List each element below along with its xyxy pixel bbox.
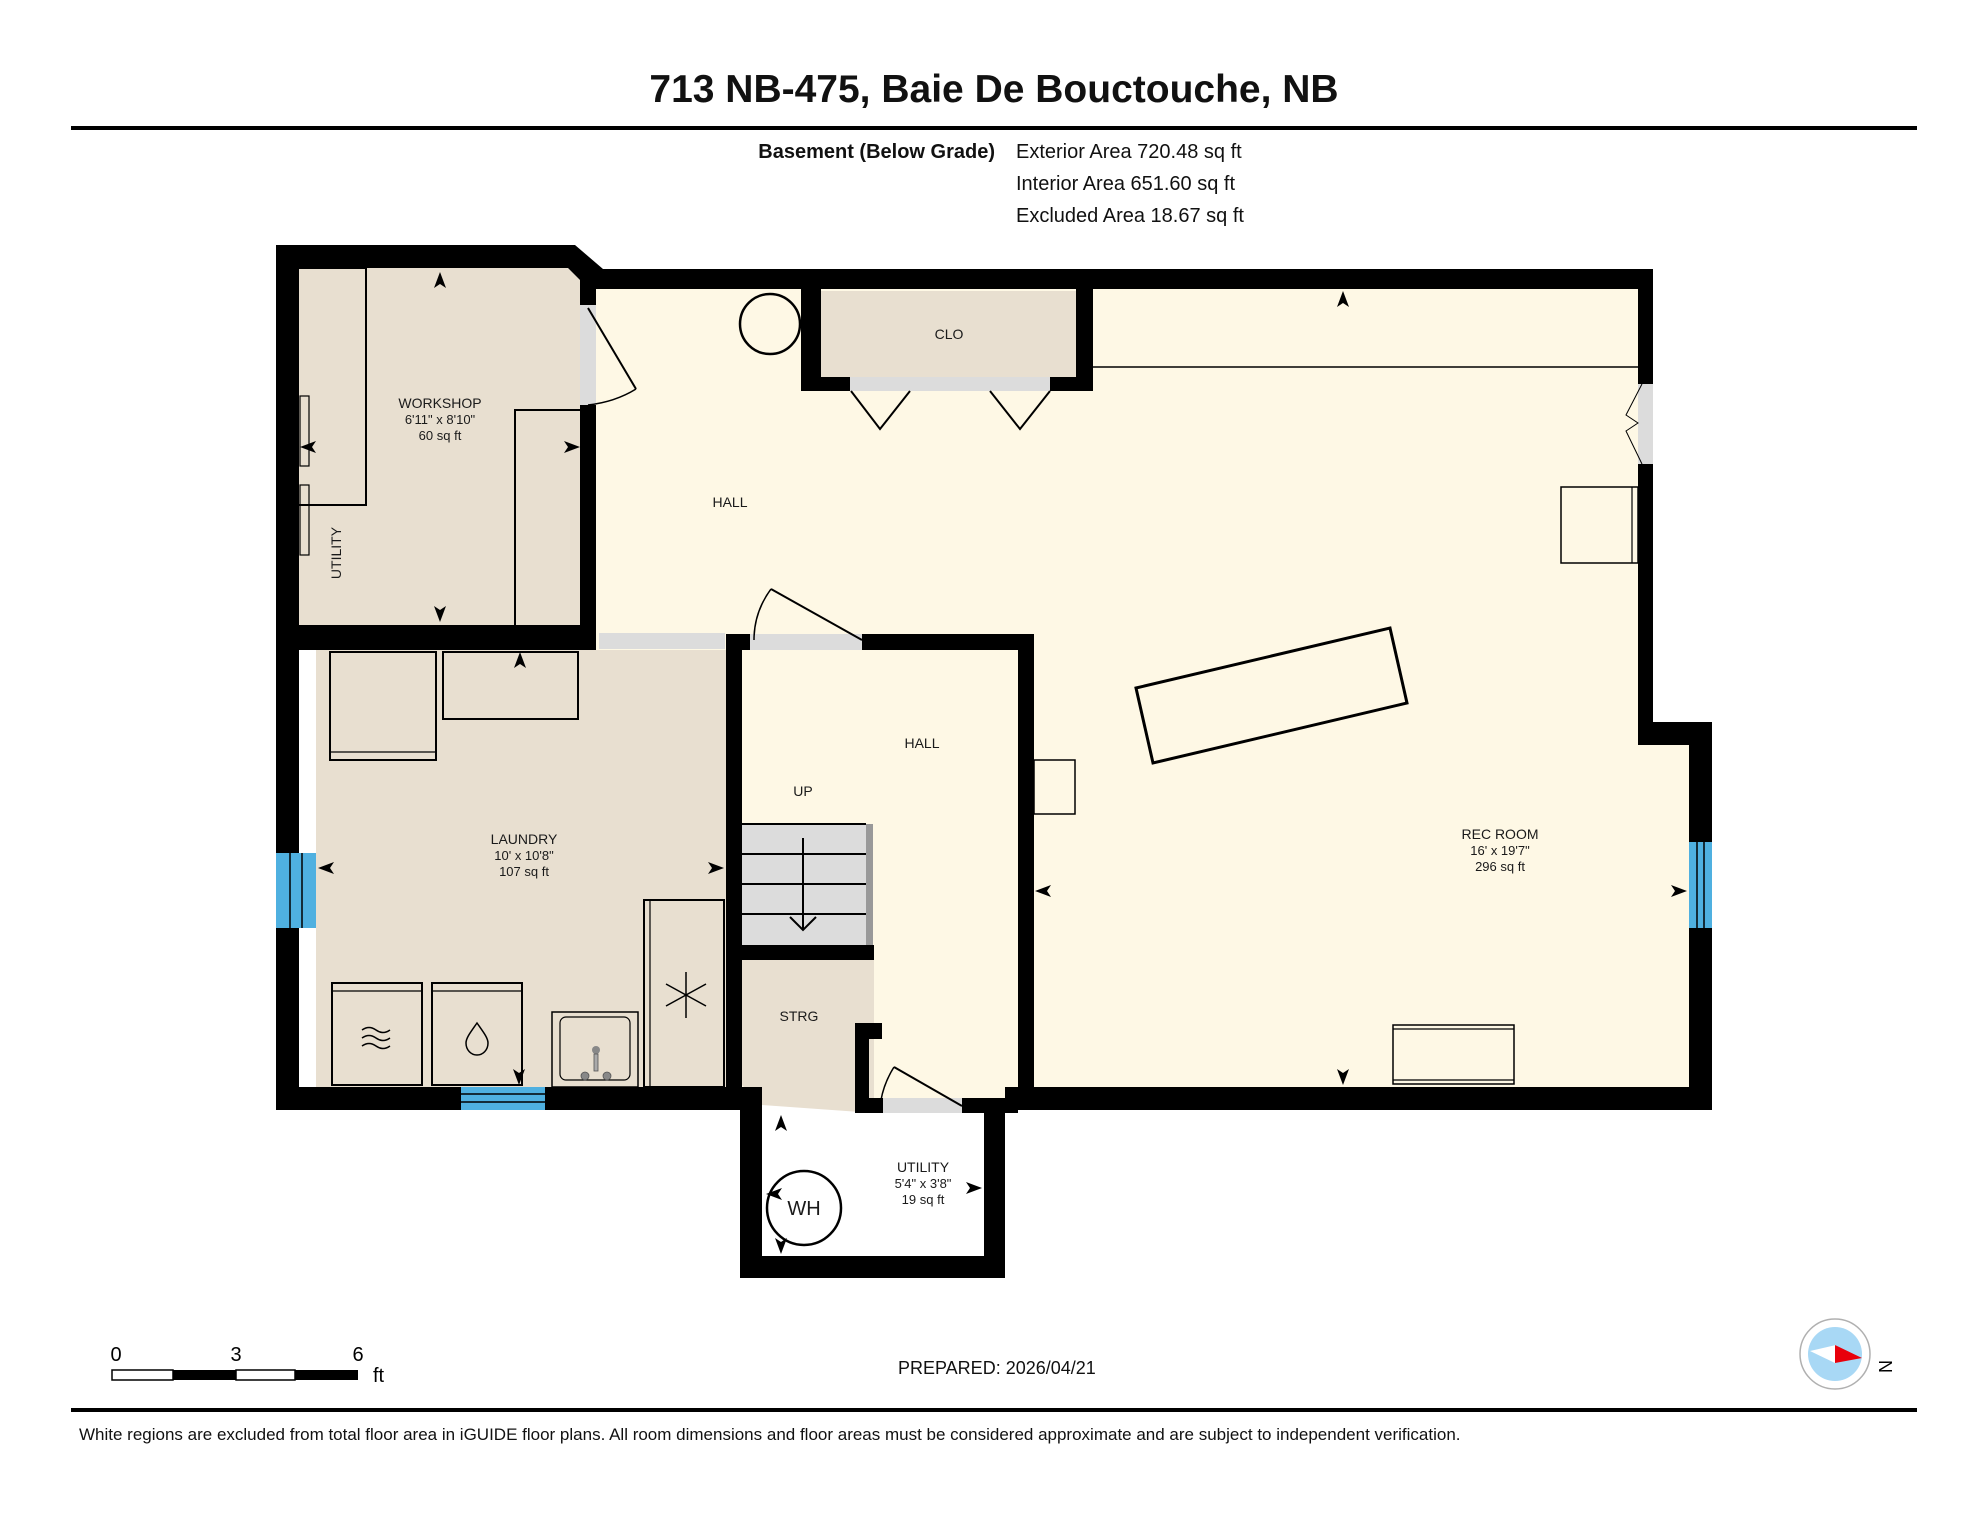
water-heater bbox=[765, 1169, 843, 1247]
room-labels: WORKSHOP 6'11" x 8'10" 60 sq ft UTILITY … bbox=[328, 326, 1539, 1220]
closet-name: CLO bbox=[935, 326, 964, 342]
laundry-sink bbox=[551, 1011, 639, 1088]
laundry-area: 107 sq ft bbox=[499, 864, 549, 879]
washer bbox=[431, 982, 523, 1086]
workshop-dims: 6'11" x 8'10" bbox=[405, 412, 476, 427]
exterior-bifold-door bbox=[1625, 383, 1643, 465]
lower-hall-door-opening bbox=[750, 634, 862, 650]
electrical-panel-2 bbox=[299, 484, 310, 556]
rec-room-bench bbox=[1392, 1024, 1515, 1085]
electrical-panel-1 bbox=[299, 395, 310, 467]
compass-north-label: N bbox=[1875, 1360, 1895, 1373]
page-title: 713 NB-475, Baie De Bouctouche, NB bbox=[649, 68, 1339, 111]
fixtures bbox=[299, 267, 1643, 1247]
stair-rail bbox=[866, 824, 873, 945]
laundry-left-window bbox=[276, 853, 316, 928]
hall-round-object bbox=[738, 292, 802, 356]
utility-floor bbox=[762, 1113, 984, 1256]
laundry-bottom-window bbox=[461, 1087, 545, 1110]
scale-tick-0: 0 bbox=[110, 1344, 121, 1366]
closet-door-left bbox=[850, 390, 911, 431]
stairs-up-label: UP bbox=[793, 783, 812, 799]
interior-area: Interior Area 651.60 sq ft bbox=[1016, 173, 1236, 195]
compass-icon: N bbox=[1799, 1318, 1895, 1390]
dryer bbox=[331, 982, 423, 1086]
rec-room-right-window bbox=[1689, 842, 1712, 928]
scale-bar: 0 3 6 ft bbox=[110, 1344, 384, 1387]
workshop-utility-label: UTILITY bbox=[328, 526, 344, 579]
utility-door-leaf bbox=[893, 1066, 963, 1107]
floor-level-label: Basement (Below Grade) bbox=[758, 141, 995, 163]
utility-dims: 5'4" x 3'8" bbox=[895, 1176, 952, 1191]
utility-name: UTILITY bbox=[897, 1159, 950, 1175]
header-rule bbox=[71, 126, 1917, 130]
laundry-dims: 10' x 10'8" bbox=[494, 848, 554, 863]
rec-room-area: 296 sq ft bbox=[1475, 859, 1525, 874]
workshop-door-leaf bbox=[587, 307, 637, 390]
rec-room-cabinet bbox=[1560, 486, 1639, 564]
water-heater-label: WH bbox=[787, 1198, 820, 1220]
excluded-area: Excluded Area 18.67 sq ft bbox=[1016, 205, 1244, 227]
closet-door-opening bbox=[850, 377, 1050, 391]
rec-room-table bbox=[1134, 626, 1409, 765]
appliance-icons bbox=[361, 972, 707, 1081]
scale-tick-3: 3 bbox=[230, 1344, 241, 1366]
storage-name: STRG bbox=[780, 1008, 819, 1024]
hall-lower-name: HALL bbox=[904, 735, 939, 751]
closet-door-right bbox=[989, 390, 1051, 431]
exterior-door-opening bbox=[1638, 384, 1653, 464]
prepared-date: PREPARED: 2026/04/21 bbox=[898, 1358, 1096, 1378]
rec-room-dims: 16' x 19'7" bbox=[1470, 843, 1530, 858]
lower-hall-door-leaf bbox=[770, 588, 863, 641]
stair-arrow-head bbox=[789, 916, 817, 932]
storage-floor bbox=[742, 960, 874, 1113]
workshop-area: 60 sq ft bbox=[419, 428, 462, 443]
workshop-floor bbox=[299, 268, 580, 625]
measurement-arrows bbox=[300, 272, 1687, 1254]
freezer-snowflake-icon bbox=[665, 972, 707, 1018]
workshop-name: WORKSHOP bbox=[398, 395, 481, 411]
dryer-heat-icon bbox=[361, 1026, 391, 1050]
footer-disclaimer: White regions are excluded from total fl… bbox=[79, 1425, 1461, 1444]
walls bbox=[276, 245, 1712, 1278]
scale-unit: ft bbox=[373, 1365, 385, 1387]
utility-door-opening bbox=[883, 1098, 962, 1113]
workshop-door-opening bbox=[580, 305, 596, 405]
footer-rule bbox=[71, 1408, 1917, 1412]
washer-water-drop-icon bbox=[465, 1021, 489, 1056]
utility-area: 19 sq ft bbox=[902, 1192, 945, 1207]
sink-faucet-icon bbox=[580, 1046, 612, 1081]
laundry-hall-opening bbox=[599, 633, 725, 649]
laundry-cabinet-1 bbox=[329, 651, 437, 761]
freezer bbox=[643, 899, 725, 1088]
windows bbox=[276, 842, 1712, 1110]
laundry-cabinet-2 bbox=[442, 651, 579, 720]
exterior-area: Exterior Area 720.48 sq ft bbox=[1016, 141, 1242, 163]
laundry-name: LAUNDRY bbox=[491, 831, 558, 847]
hall-upper-name: HALL bbox=[712, 494, 747, 510]
workshop-counter-right bbox=[514, 409, 580, 628]
workshop-counter-left bbox=[299, 267, 367, 506]
rec-room-name: REC ROOM bbox=[1462, 826, 1539, 842]
scale-tick-6: 6 bbox=[352, 1344, 363, 1366]
closet-floor bbox=[821, 291, 1076, 377]
rec-room-small-box bbox=[1033, 759, 1076, 815]
